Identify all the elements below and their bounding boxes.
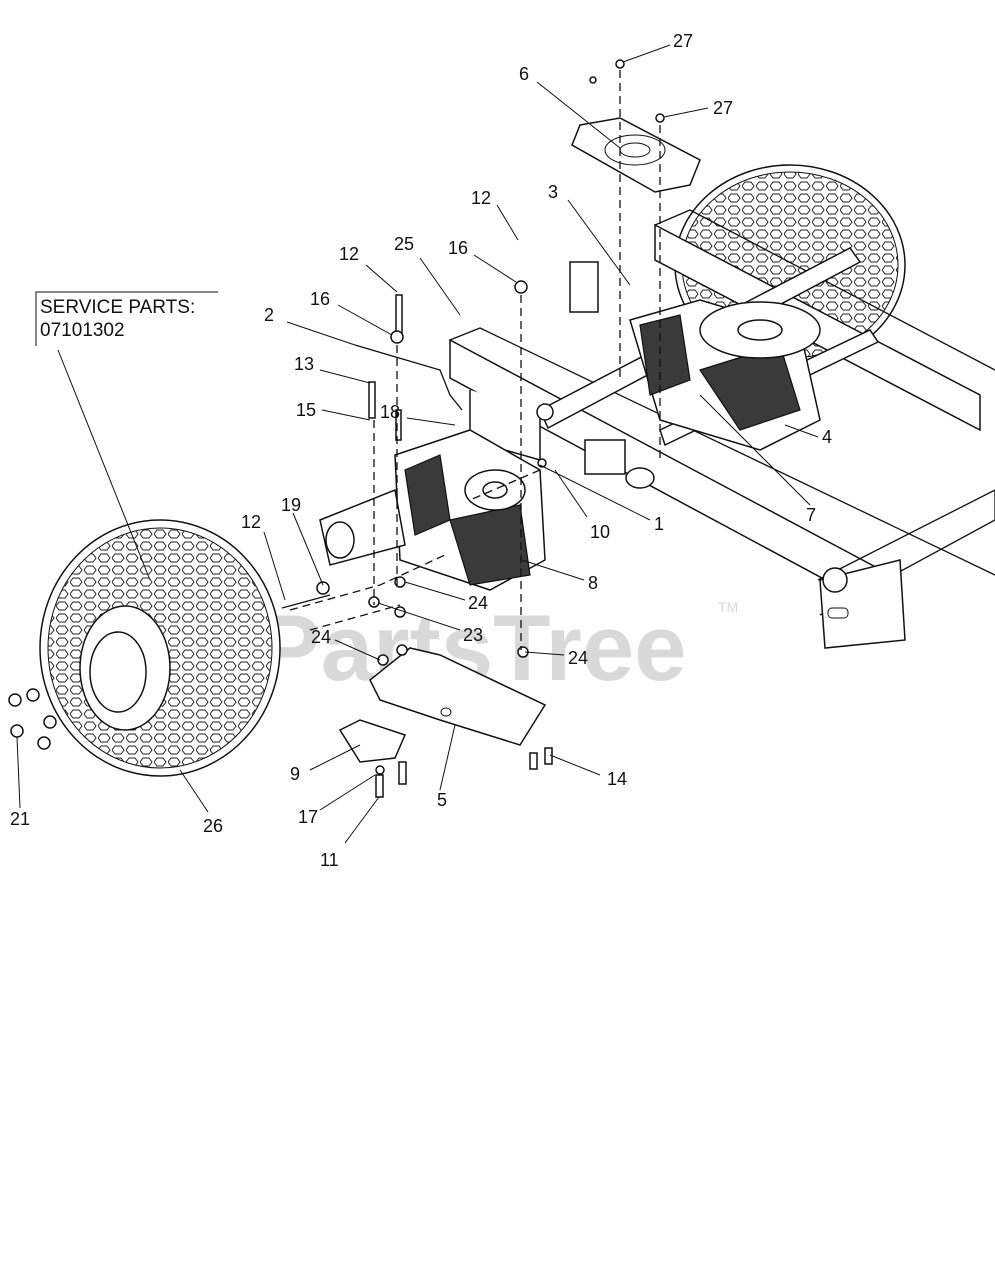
callout-6: 6 [519,64,529,84]
service-parts-number: 07101302 [40,320,125,341]
callout-18: 18 [380,402,400,422]
callout-3: 3 [548,182,558,202]
hardware [368,59,665,798]
callout-10: 10 [590,522,610,542]
callout-24-b: 24 [311,627,331,647]
right-transmission [629,299,821,451]
left-transmission [319,429,546,591]
leader-lines [16,44,819,844]
callout-12-left: 12 [241,512,261,532]
service-parts-box: SERVICE PARTS: 07101302 [35,291,218,346]
alignment-lines [289,70,661,650]
callout-24-a: 24 [468,593,488,613]
callout-15: 15 [296,400,316,420]
service-parts-label: SERVICE PARTS: [40,297,195,318]
watermark-trademark: TM [718,599,738,615]
callout-12-upper: 12 [471,188,491,208]
callout-4: 4 [822,427,832,447]
callouts: 27 6 27 12 3 25 16 12 16 2 13 15 18 4 7 … [10,31,832,870]
rods-and-bolts [281,280,528,609]
callout-9: 9 [290,764,300,784]
callout-5: 5 [437,790,447,810]
callout-11: 11 [320,850,339,870]
callout-13: 13 [294,354,314,374]
left-rear-tire [39,519,281,777]
callout-27-right: 27 [713,98,733,118]
callout-16-mid: 16 [310,289,330,309]
callout-12-mid: 12 [339,244,359,264]
callout-1: 1 [654,514,664,534]
callout-23: 23 [463,625,483,645]
callout-2: 2 [264,305,274,325]
callout-27-top: 27 [673,31,693,51]
callout-17: 17 [298,807,318,827]
callout-14: 14 [607,769,627,789]
callout-25: 25 [394,234,414,254]
callout-24-c: 24 [568,648,588,668]
callout-21: 21 [10,809,30,829]
callout-16-upper: 16 [448,238,468,258]
top-plate [571,117,701,193]
callout-8: 8 [588,573,598,593]
callout-19: 19 [281,495,301,515]
callout-7: 7 [806,505,816,525]
callout-26: 26 [203,816,223,836]
guard-plates [338,647,547,763]
